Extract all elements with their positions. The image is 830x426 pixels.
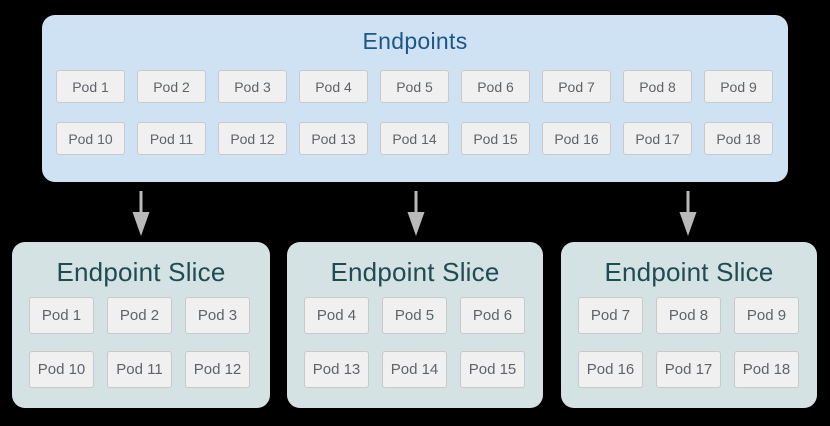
pod-box: Pod 1 (56, 70, 125, 103)
endpoint-slice-box-3: Endpoint Slice Pod 7 Pod 8 Pod 9 Pod 16 … (561, 242, 817, 408)
endpoints-title: Endpoints (362, 28, 468, 54)
pod-box: Pod 16 (578, 351, 643, 388)
pod-box: Pod 2 (107, 297, 172, 334)
endpoint-slice-title: Endpoint Slice (56, 257, 226, 287)
pod-box: Pod 17 (623, 122, 692, 155)
pod-box: Pod 7 (542, 70, 611, 103)
pod-box: Pod 5 (380, 70, 449, 103)
pod-box: Pod 8 (623, 70, 692, 103)
pod-box: Pod 18 (704, 122, 773, 155)
pod-box: Pod 12 (218, 122, 287, 155)
pod-box: Pod 4 (304, 297, 369, 334)
pod-box: Pod 9 (734, 297, 799, 334)
pod-box: Pod 7 (578, 297, 643, 334)
arrow-head (132, 212, 150, 236)
arrow-head (407, 212, 425, 236)
endpoints-box: Endpoints Pod 1 Pod 2 Pod 3 Pod 4 Pod 5 … (42, 15, 788, 182)
pod-box: Pod 8 (656, 297, 721, 334)
slice-pod-grid: Pod 4 Pod 5 Pod 6 Pod 13 Pod 14 Pod 15 (304, 297, 526, 388)
pod-box: Pod 1 (29, 297, 94, 334)
pod-box: Pod 5 (382, 297, 447, 334)
pod-box: Pod 4 (299, 70, 368, 103)
pod-box: Pod 6 (461, 70, 530, 103)
pod-box: Pod 13 (304, 351, 369, 388)
down-arrow-icon (679, 191, 697, 236)
endpoints-pod-grid: Pod 1 Pod 2 Pod 3 Pod 4 Pod 5 Pod 6 Pod … (56, 70, 774, 155)
pod-box: Pod 18 (734, 351, 799, 388)
pod-box: Pod 16 (542, 122, 611, 155)
endpoint-slice-box-1: Endpoint Slice Pod 1 Pod 2 Pod 3 Pod 10 … (12, 242, 270, 408)
pod-box: Pod 14 (382, 351, 447, 388)
arrow-head (679, 212, 697, 236)
pod-box: Pod 10 (56, 122, 125, 155)
pod-box: Pod 3 (185, 297, 250, 334)
pod-box: Pod 15 (460, 351, 525, 388)
pod-box: Pod 11 (107, 351, 172, 388)
pod-box: Pod 14 (380, 122, 449, 155)
slice-pod-grid: Pod 1 Pod 2 Pod 3 Pod 10 Pod 11 Pod 12 (29, 297, 251, 388)
pod-box: Pod 2 (137, 70, 206, 103)
endpoint-slice-box-2: Endpoint Slice Pod 4 Pod 5 Pod 6 Pod 13 … (287, 242, 543, 408)
pod-box: Pod 9 (704, 70, 773, 103)
pod-box: Pod 13 (299, 122, 368, 155)
down-arrow-icon (407, 191, 425, 236)
pod-box: Pod 17 (656, 351, 721, 388)
pod-box: Pod 3 (218, 70, 287, 103)
endpoint-slice-title: Endpoint Slice (330, 257, 500, 287)
pod-box: Pod 15 (461, 122, 530, 155)
pod-box: Pod 11 (137, 122, 206, 155)
pod-box: Pod 6 (460, 297, 525, 334)
down-arrow-icon (132, 191, 150, 236)
slice-pod-grid: Pod 7 Pod 8 Pod 9 Pod 16 Pod 17 Pod 18 (578, 297, 800, 388)
endpoint-slice-title: Endpoint Slice (604, 257, 774, 287)
pod-box: Pod 10 (29, 351, 94, 388)
pod-box: Pod 12 (185, 351, 250, 388)
